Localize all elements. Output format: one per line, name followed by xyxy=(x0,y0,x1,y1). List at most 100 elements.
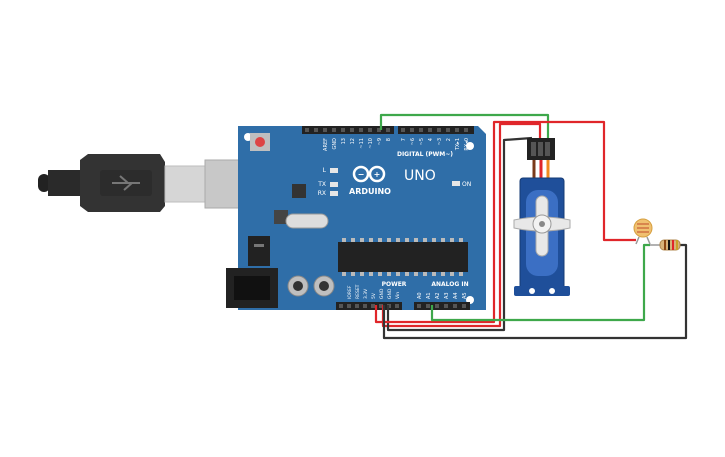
digital-pin-label: ~6 xyxy=(410,138,416,145)
header-pin[interactable] xyxy=(435,304,439,308)
photoresistor-leg xyxy=(646,236,651,245)
header-pin[interactable] xyxy=(444,304,448,308)
header-pin[interactable] xyxy=(355,304,359,308)
micro-servo[interactable] xyxy=(513,138,571,296)
chip-pin xyxy=(369,238,373,242)
header-pin[interactable] xyxy=(314,128,318,132)
digital-pin-label: ~9 xyxy=(377,138,383,145)
chip-pin xyxy=(423,238,427,242)
chip-pin xyxy=(459,238,463,242)
header-pin[interactable] xyxy=(455,128,459,132)
connector-pin xyxy=(531,142,536,156)
header-pin[interactable] xyxy=(453,304,457,308)
mount-hole xyxy=(466,142,474,150)
connector-pin xyxy=(538,142,543,156)
arduino-uno-board[interactable]: L TX RX ON − + ARDUINO UNO DIGITAL (PWM~… xyxy=(226,126,486,310)
usb-metal-shell xyxy=(164,165,206,203)
header-pin[interactable] xyxy=(323,128,327,132)
power-jack-hole xyxy=(234,276,270,300)
header-pin[interactable] xyxy=(464,128,468,132)
led-on-label: ON xyxy=(462,181,471,188)
analog-header[interactable] xyxy=(414,302,470,310)
chip-pin xyxy=(360,238,364,242)
wires xyxy=(374,113,688,340)
chip-pin xyxy=(405,272,409,276)
digital-pin-label: TX▸1 xyxy=(455,138,461,151)
chip-pin xyxy=(396,272,400,276)
header-pin[interactable] xyxy=(339,304,343,308)
header-pin[interactable] xyxy=(426,304,430,308)
header-pin[interactable] xyxy=(462,304,466,308)
digital-pin-label: ~10 xyxy=(368,138,374,149)
chip-pin xyxy=(414,272,418,276)
header-pin[interactable] xyxy=(368,128,372,132)
power-label: POWER xyxy=(382,281,407,288)
header-pin[interactable] xyxy=(347,304,351,308)
usb-cable-end xyxy=(38,174,50,192)
chip-pin xyxy=(360,272,364,276)
voltage-regulator xyxy=(248,236,270,266)
led-rx: RX xyxy=(318,190,338,197)
regulator xyxy=(274,210,288,224)
svg-text:+: + xyxy=(374,170,381,179)
chip-pin xyxy=(441,238,445,242)
header-pin[interactable] xyxy=(379,304,383,308)
header-pin[interactable] xyxy=(417,304,421,308)
model-label: UNO xyxy=(404,168,436,184)
photoresistor[interactable] xyxy=(633,218,653,245)
wire-signal-servo[interactable] xyxy=(379,113,550,138)
header-pin[interactable] xyxy=(437,128,441,132)
digital-pin-label: 12 xyxy=(350,138,356,144)
chip-pin xyxy=(414,238,418,242)
header-pin[interactable] xyxy=(359,128,363,132)
led-l-label: L xyxy=(323,167,327,174)
digital-header-right[interactable] xyxy=(398,126,474,134)
chip-pin xyxy=(432,238,436,242)
atmega-chip xyxy=(338,242,468,272)
wire-5v-ldr[interactable] xyxy=(374,120,636,324)
crystal xyxy=(285,213,329,229)
usb-icon xyxy=(112,175,140,191)
header-pin[interactable] xyxy=(419,128,423,132)
chip-pin xyxy=(342,272,346,276)
usb-strain-relief xyxy=(48,170,80,196)
header-pin[interactable] xyxy=(377,128,381,132)
analog-pin-label: A3 xyxy=(444,292,450,299)
header-pin[interactable] xyxy=(332,128,336,132)
digital-pin-label: 4 xyxy=(428,138,434,141)
header-pin[interactable] xyxy=(363,304,367,308)
chip-pin xyxy=(441,272,445,276)
photoresistor-leg xyxy=(635,236,640,245)
header-pin[interactable] xyxy=(305,128,309,132)
chip-pin xyxy=(387,272,391,276)
connector-pin xyxy=(545,142,550,156)
header-pin[interactable] xyxy=(410,128,414,132)
header-pin[interactable] xyxy=(428,128,432,132)
capacitor-top xyxy=(319,281,329,291)
chip-pin xyxy=(423,272,427,276)
analog-pin-label: A4 xyxy=(453,292,459,299)
digital-pin-label: RX◂0 xyxy=(464,138,470,151)
servo-mount-hole xyxy=(529,288,535,294)
resistor-band xyxy=(676,240,678,250)
power-header[interactable] xyxy=(336,302,402,310)
digital-pin-label: 2 xyxy=(446,138,452,141)
header-pin[interactable] xyxy=(371,304,375,308)
header-pin[interactable] xyxy=(395,304,399,308)
reset-button[interactable] xyxy=(255,137,265,147)
analog-pin-label: A1 xyxy=(426,292,432,299)
power-pin-label: RESET xyxy=(355,284,361,299)
header-pin[interactable] xyxy=(386,128,390,132)
usb-chip xyxy=(292,184,306,198)
resistor[interactable] xyxy=(650,239,681,251)
wire-gnd-resistor[interactable] xyxy=(382,243,688,340)
chip-pins xyxy=(342,238,463,276)
power-pin-label: IOREF xyxy=(347,285,353,299)
header-pin[interactable] xyxy=(446,128,450,132)
wire-a1-ldr[interactable] xyxy=(430,243,650,322)
header-pin[interactable] xyxy=(350,128,354,132)
digital-header-left[interactable] xyxy=(302,126,394,134)
header-pin[interactable] xyxy=(401,128,405,132)
header-pin[interactable] xyxy=(341,128,345,132)
